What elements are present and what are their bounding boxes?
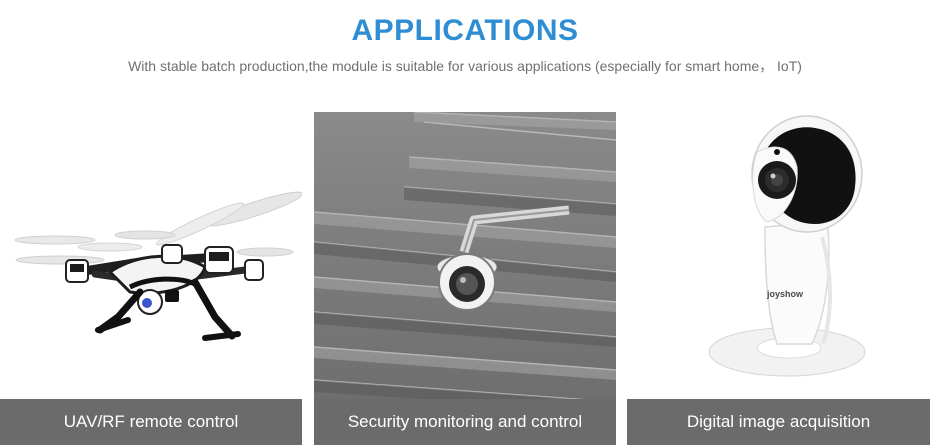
page-title: APPLICATIONS	[351, 14, 579, 47]
drone-image	[0, 112, 302, 445]
brand-logo: joyshow	[766, 289, 804, 299]
card-caption: Digital image acquisition	[627, 399, 930, 445]
page-subtitle: With stable batch production,the module …	[128, 58, 802, 74]
home-camera-image: joyshow	[627, 112, 930, 445]
card-caption: UAV/RF remote control	[0, 399, 302, 445]
card-caption: Security monitoring and control	[314, 399, 616, 445]
application-card-digital-image: joyshow Digital image acquisition	[627, 112, 930, 445]
security-camera-image	[314, 112, 616, 445]
application-card-security: Security monitoring and control	[314, 112, 616, 445]
application-card-uav: UAV/RF remote control	[0, 112, 302, 445]
